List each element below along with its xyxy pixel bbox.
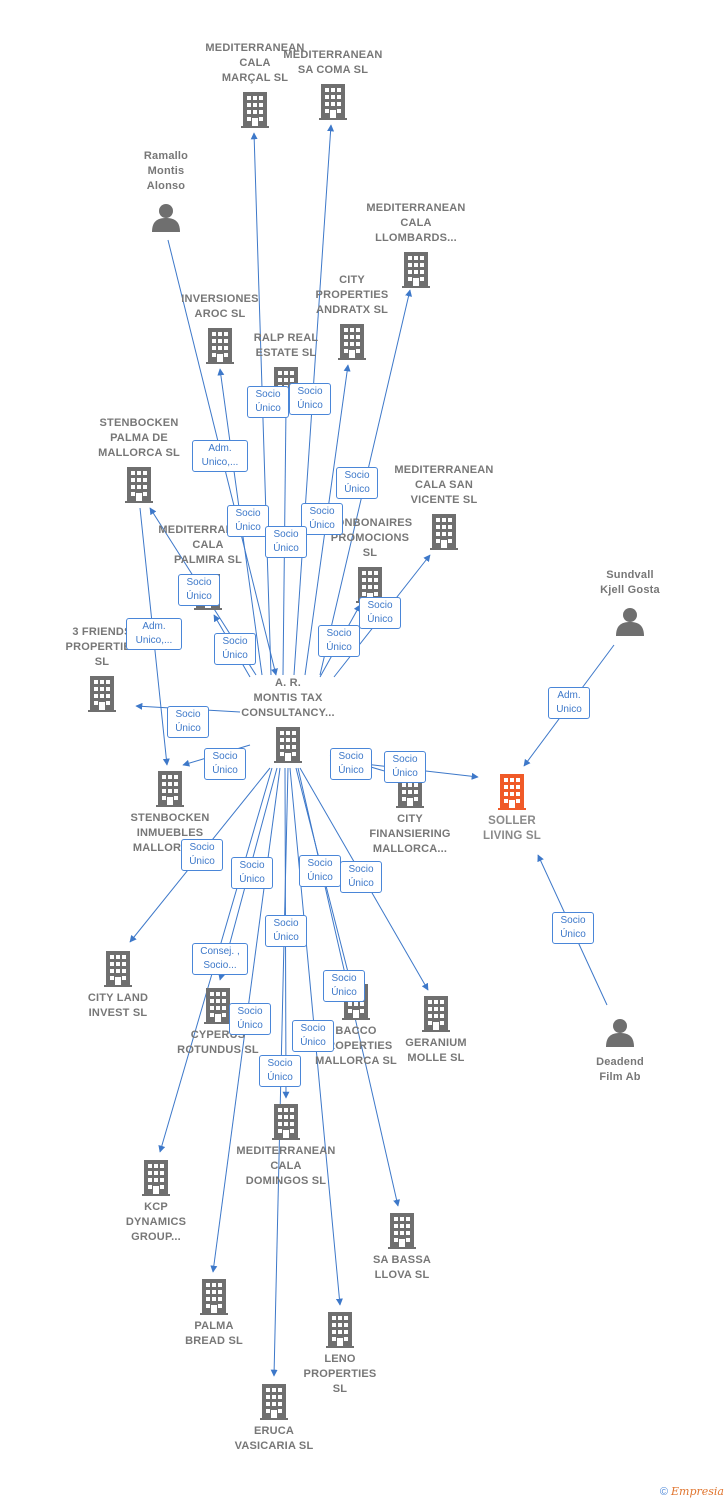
edge-label-center-steninm[interactable]: Socio Único — [204, 748, 246, 780]
node-label-ralp[interactable]: RALP REAL ESTATE SL — [253, 332, 319, 359]
node-label-focus[interactable]: SOLLER LIVING SL — [482, 815, 542, 842]
node-label-center[interactable]: A. R. MONTIS TAX CONSULTANCY... — [241, 677, 335, 719]
node-label-bacco[interactable]: BACCO PROPERTIES MALLORCA SL — [315, 1025, 397, 1067]
edge-label-center-leno[interactable]: Socio Único — [292, 1020, 334, 1052]
edge-label-ramallo-center[interactable]: Adm. Unico,... — [192, 440, 248, 472]
node-label-leno[interactable]: LENO PROPERTIES SL — [303, 1353, 377, 1395]
person-icon-sundvall[interactable] — [616, 608, 644, 636]
edge-label-center-llombards[interactable]: Socio Único — [336, 467, 378, 499]
person-icon-ramallo[interactable] — [152, 204, 180, 232]
building-icon-leno[interactable] — [326, 1312, 354, 1348]
building-icon-cyperus[interactable] — [204, 988, 232, 1024]
building-icon-marcal[interactable] — [241, 92, 269, 128]
edge-label-center-bacco[interactable]: Socio Único — [299, 855, 341, 887]
copyright-symbol: © — [659, 1486, 668, 1498]
node-label-andratx[interactable]: CITY PROPERTIES ANDRATX SL — [315, 274, 389, 316]
edge-label-center-marcal[interactable]: Socio Único — [247, 386, 289, 418]
edge-label-center-palmabread[interactable]: Socio Único — [229, 1003, 271, 1035]
building-icon-steninm[interactable] — [156, 771, 184, 807]
building-icon-stenpalma[interactable] — [125, 467, 153, 503]
node-label-sacoma[interactable]: MEDITERRANEAN SA COMA SL — [283, 49, 383, 76]
edge-label-center-cyperus[interactable]: Consej. , Socio... — [192, 943, 248, 975]
node-label-marcal[interactable]: MEDITERRANEAN CALA MARÇAL SL — [205, 42, 305, 84]
building-icon-center[interactable] — [274, 727, 302, 763]
edge-label-center-cityfin[interactable]: Socio Único — [384, 751, 426, 783]
edge-label-stenpalma-steninm[interactable]: Adm. Unico,... — [126, 618, 182, 650]
empresia-logo: Empresia — [671, 1485, 724, 1498]
edge-label-deadend-focus[interactable]: Socio Único — [552, 912, 594, 944]
edge-label-center-friends[interactable]: Socio Único — [167, 706, 209, 738]
building-icon-kcp[interactable] — [142, 1160, 170, 1196]
edge-label-center-sacoma[interactable]: Socio Único — [289, 383, 331, 415]
edge-label-center-kcp[interactable]: Socio Único — [231, 857, 273, 889]
node-label-stenpalma[interactable]: STENBOCKEN PALMA DE MALLORCA SL — [98, 417, 180, 459]
building-icon-cityland[interactable] — [104, 951, 132, 987]
node-label-llombards[interactable]: MEDITERRANEAN CALA LLOMBARDS... — [366, 202, 466, 244]
node-label-geranium[interactable]: GERANIUM MOLLE SL — [405, 1037, 467, 1064]
node-label-domingos[interactable]: MEDITERRANEAN CALA DOMINGOS SL — [236, 1145, 336, 1187]
building-icon-focus[interactable] — [498, 774, 526, 810]
building-icon-sacoma[interactable] — [319, 84, 347, 120]
node-label-sabassa[interactable]: SA BASSA LLOVA SL — [372, 1254, 432, 1281]
edge-label-center-stenpalma[interactable]: Socio Único — [178, 574, 220, 606]
node-label-sanvicente[interactable]: MEDITERRANEAN CALA SAN VICENTE SL — [394, 464, 494, 506]
node-label-sundvall[interactable]: Sundvall Kjell Gosta — [600, 569, 660, 596]
edge-label-center-geranium[interactable]: Socio Único — [340, 861, 382, 893]
node-label-deadend[interactable]: Deadend Film Ab — [596, 1056, 644, 1083]
node-label-palmabread[interactable]: PALMA BREAD SL — [185, 1320, 243, 1347]
node-label-cityfin[interactable]: CITY FINANSIERING MALLORCA... — [369, 813, 451, 855]
edge-label-center-ralp[interactable]: Socio Único — [265, 526, 307, 558]
node-label-ramallo[interactable]: Ramallo Montis Alonso — [143, 150, 189, 192]
node-label-aroc[interactable]: INVERSIONES AROC SL — [181, 293, 259, 320]
edge-label-center-focus[interactable]: Socio Único — [330, 748, 372, 780]
person-icon-deadend[interactable] — [606, 1019, 634, 1047]
edge-label-center-aroc[interactable]: Socio Único — [227, 505, 269, 537]
node-label-cityland[interactable]: CITY LAND INVEST SL — [87, 992, 149, 1019]
node-label-bonaires[interactable]: BONBONAIRES PROMOCIONS SL — [327, 517, 413, 559]
edge-label-center-bonaires[interactable]: Socio Único — [318, 625, 360, 657]
node-label-eruca[interactable]: ERUCA VASICARIA SL — [234, 1425, 314, 1452]
footer-brand: © Empresia — [660, 1485, 724, 1498]
edge-label-center-eruca[interactable]: Socio Único — [259, 1055, 301, 1087]
edge-label-center-sabassa[interactable]: Socio Único — [323, 970, 365, 1002]
building-icon-friends[interactable] — [88, 676, 116, 712]
building-icon-palmabread[interactable] — [200, 1279, 228, 1315]
node-label-kcp[interactable]: KCP DYNAMICS GROUP... — [125, 1201, 187, 1243]
building-icon-domingos[interactable] — [272, 1104, 300, 1140]
building-icon-sabassa[interactable] — [388, 1213, 416, 1249]
edge-label-center-calapalmira[interactable]: Socio Único — [214, 633, 256, 665]
edge-label-center-cityland[interactable]: Socio Único — [181, 839, 223, 871]
node-label-friends[interactable]: 3 FRIENDS PROPERTIES SL — [65, 626, 139, 668]
edge-label-center-domingos[interactable]: Socio Único — [265, 915, 307, 947]
building-icon-geranium[interactable] — [422, 996, 450, 1032]
edge-label-center-sanvicente[interactable]: Socio Único — [359, 597, 401, 629]
edge-label-sundvall-focus[interactable]: Adm. Unico — [548, 687, 590, 719]
edge-label-center-andratx[interactable]: Socio Único — [301, 503, 343, 535]
